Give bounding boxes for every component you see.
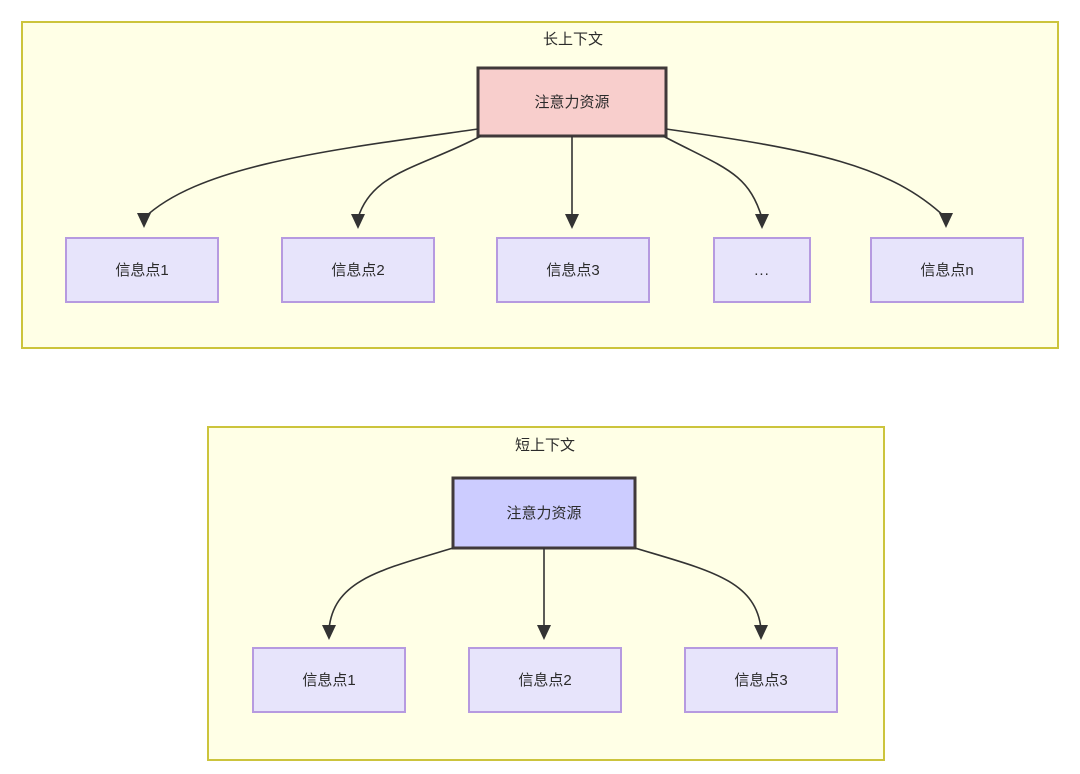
short-context-leaf-label-1: 信息点1 — [302, 672, 355, 689]
short-context-leaf-label-3: 信息点3 — [734, 672, 787, 689]
arrow-head-short-info-1 — [322, 625, 336, 640]
edge-root-to-info-2 — [357, 135, 482, 219]
edge-root-to-info-1 — [143, 128, 479, 219]
long-context-leaf-label-2: 信息点2 — [331, 262, 384, 279]
arrow-head-info-1 — [137, 213, 151, 228]
arrow-head-info-3 — [565, 214, 579, 229]
edge-root-to-info-n — [665, 128, 947, 219]
short-context-edges — [322, 547, 768, 640]
short-context-leaf-box-1[interactable] — [252, 647, 406, 713]
long-context-leaves: 信息点1 信息点2 信息点3 ... 信息点n — [65, 237, 1024, 303]
long-context-leaf-box-1[interactable] — [65, 237, 219, 303]
long-context-group: 长上下文 注意力资源 信息点1 — [21, 21, 1059, 349]
long-context-leaf-box-2[interactable] — [281, 237, 435, 303]
long-context-leaf-box-3[interactable] — [496, 237, 650, 303]
short-context-leaf-box-3[interactable] — [684, 647, 838, 713]
arrow-head-short-info-3 — [754, 625, 768, 640]
long-context-leaf-box-n[interactable] — [870, 237, 1024, 303]
long-context-root-box[interactable] — [476, 66, 668, 138]
short-context-leaves: 信息点1 信息点2 信息点3 — [252, 647, 838, 713]
short-context-group: 短上下文 注意力资源 信息点1 信息点2 信息点3 — [207, 426, 885, 761]
long-context-leaf-label-ellipsis: ... — [754, 262, 770, 279]
short-context-leaf-label-2: 信息点2 — [518, 672, 571, 689]
arrow-head-short-info-2 — [537, 625, 551, 640]
edge-root-to-ellipsis — [662, 135, 763, 219]
long-context-title: 长上下文 — [543, 31, 603, 48]
long-context-leaf-label-1: 信息点1 — [115, 262, 168, 279]
short-context-root-box[interactable] — [451, 476, 637, 550]
long-context-edges — [137, 128, 953, 229]
long-context-root-label: 注意力资源 — [534, 93, 609, 111]
long-context-leaf-label-n: 信息点n — [920, 262, 973, 279]
long-context-leaf-box-ellipsis[interactable] — [713, 237, 811, 303]
arrow-head-info-2 — [351, 214, 365, 229]
short-context-leaf-box-2[interactable] — [468, 647, 622, 713]
short-context-title: 短上下文 — [515, 437, 575, 454]
edge-short-root-to-info-3 — [634, 547, 762, 630]
arrow-head-ellipsis — [755, 214, 769, 229]
short-context-root-label: 注意力资源 — [506, 504, 581, 522]
long-context-leaf-label-3: 信息点3 — [546, 262, 599, 279]
edge-short-root-to-info-1 — [328, 547, 454, 630]
arrow-head-info-n — [939, 213, 953, 228]
